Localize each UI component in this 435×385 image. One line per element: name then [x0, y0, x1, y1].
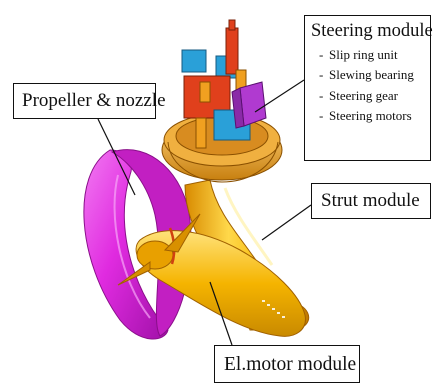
- steering-module-label: Steering module -Slip ring unit -Slewing…: [304, 15, 431, 161]
- steering-item: -Slip ring unit: [319, 45, 430, 66]
- el-motor-module-label-text: El.motor module: [224, 354, 356, 375]
- strut-module-label: Strut module: [311, 183, 431, 219]
- steering-item: -Steering gear: [319, 86, 430, 107]
- strut-leader-line: [262, 205, 311, 240]
- steering-module-title: Steering module: [311, 22, 430, 41]
- steering-item: -Steering motors: [319, 106, 430, 127]
- steering-item: -Slewing bearing: [319, 65, 430, 86]
- propeller-nozzle-label: Propeller & nozzle: [13, 83, 156, 119]
- el-motor-module-label: El.motor module: [214, 345, 360, 383]
- propeller-nozzle-label-text: Propeller & nozzle: [22, 90, 166, 111]
- strut-module-label-text: Strut module: [321, 190, 420, 211]
- steering-module-items: -Slip ring unit -Slewing bearing -Steeri…: [311, 45, 430, 127]
